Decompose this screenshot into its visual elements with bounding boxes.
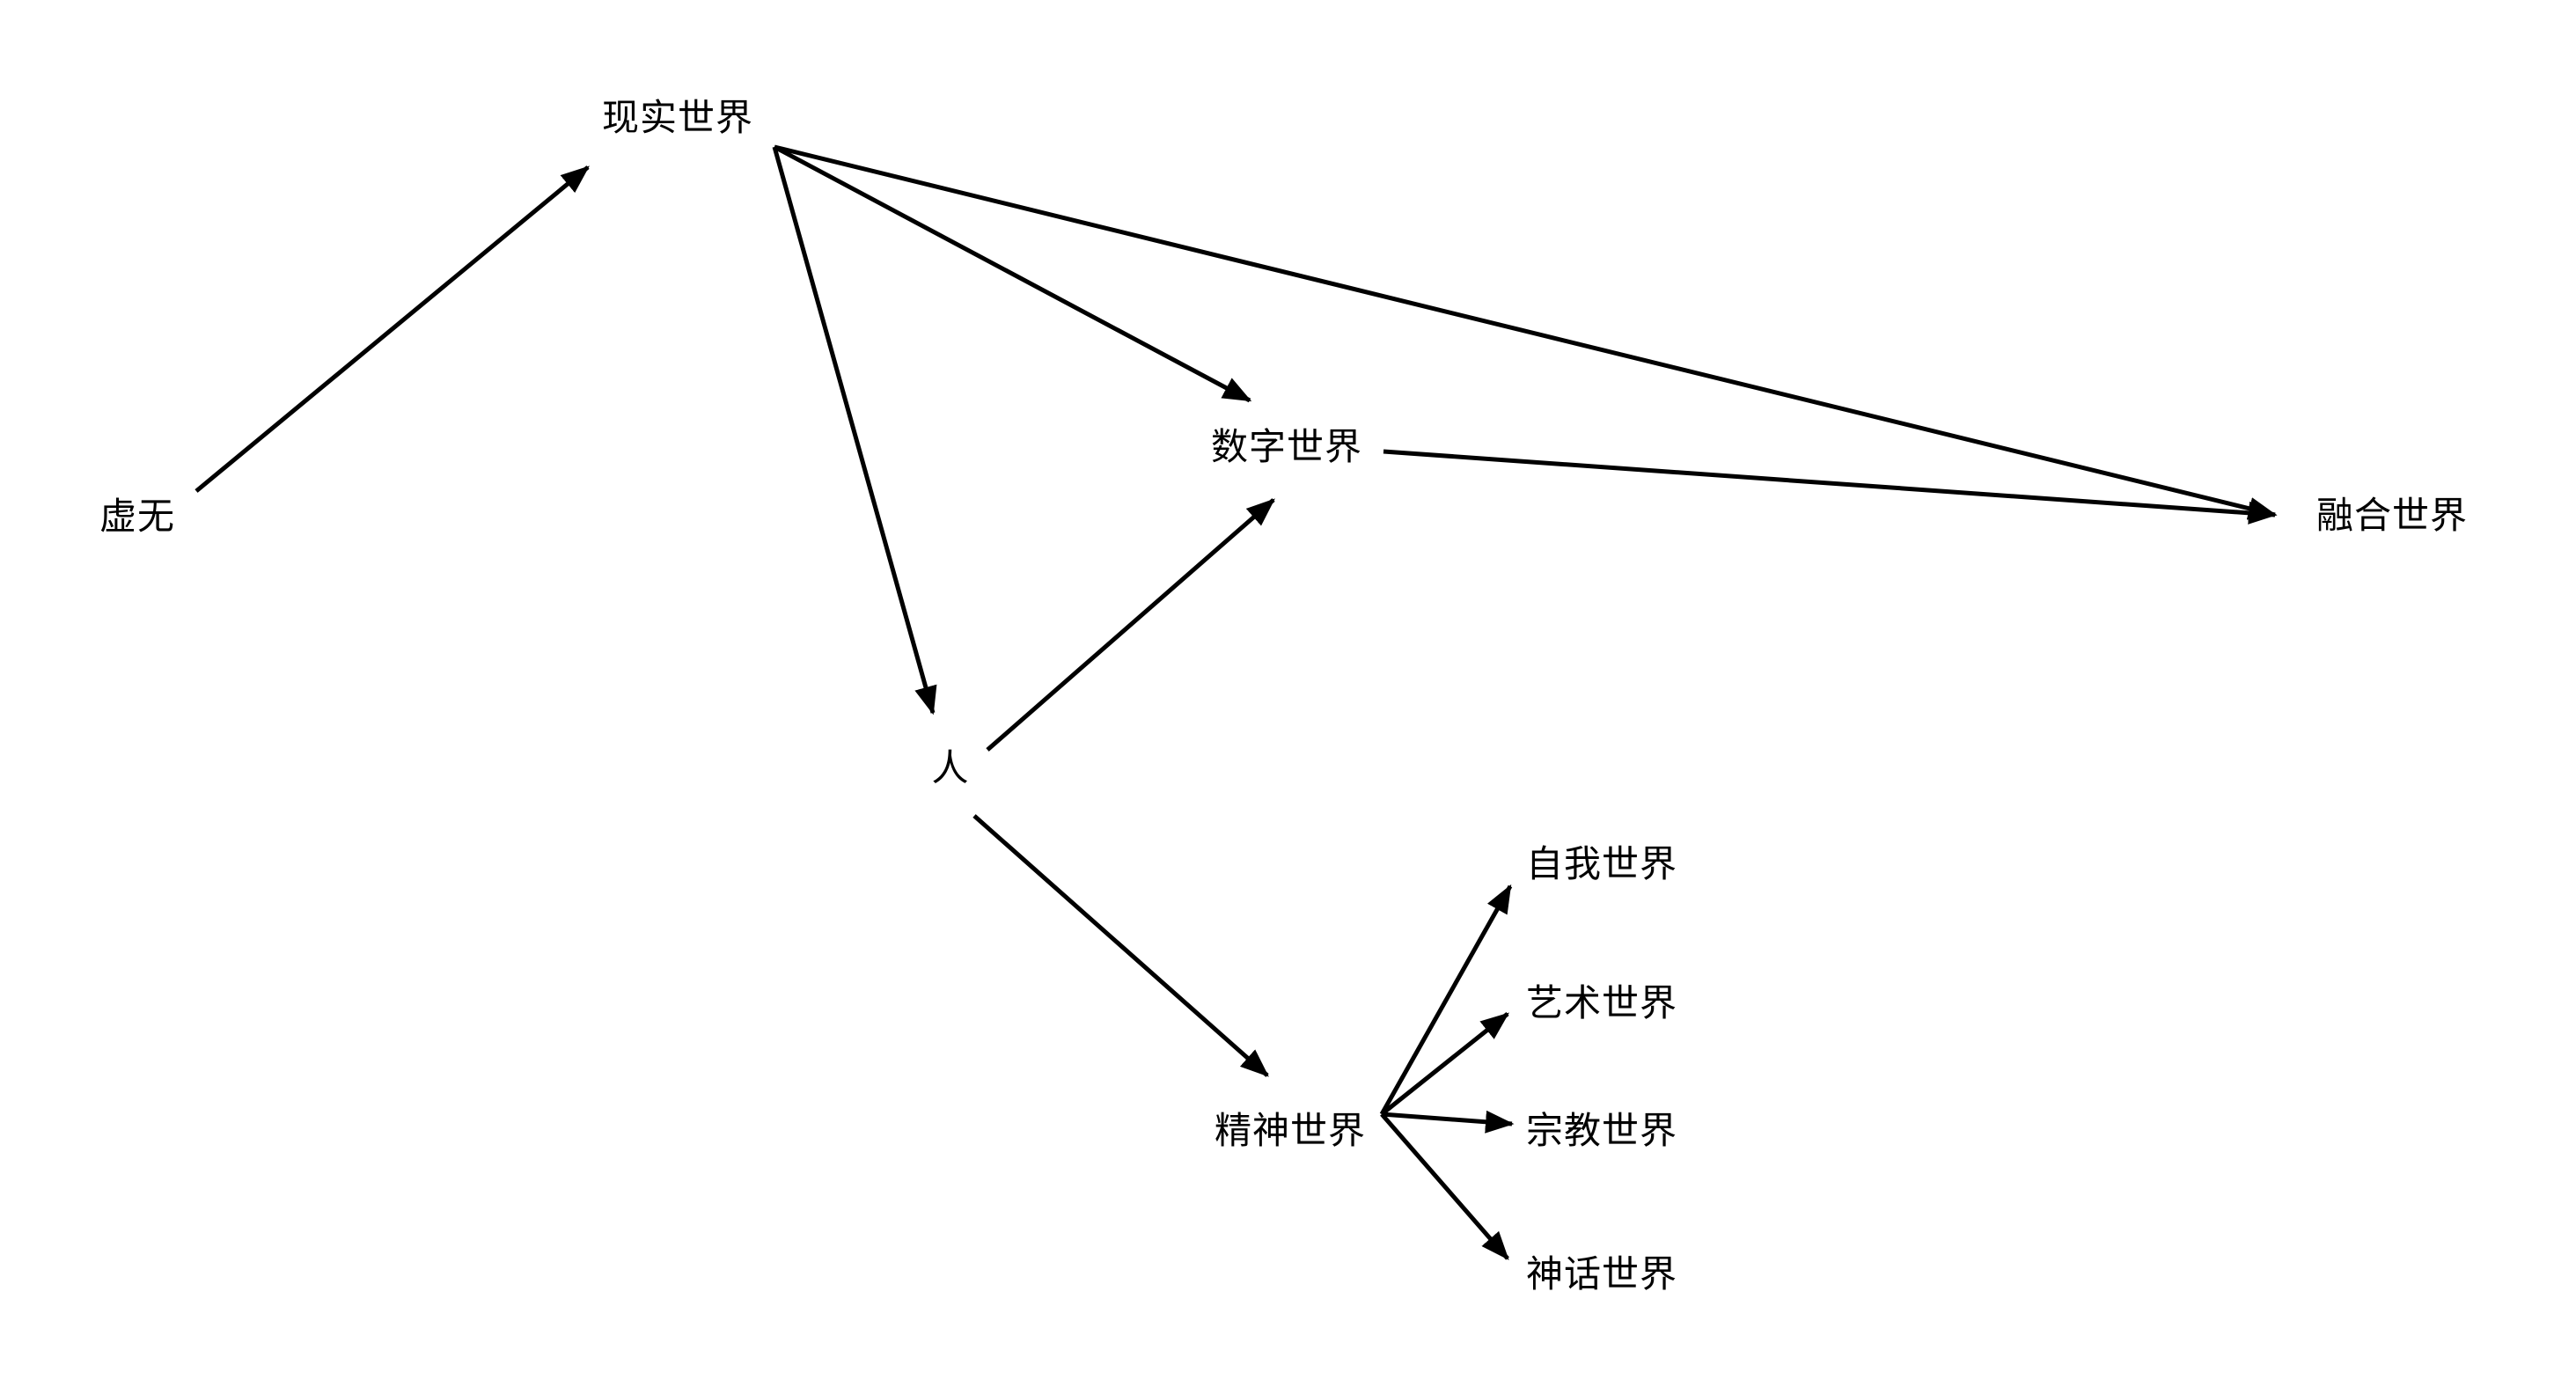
edge-real-world-to-human (772, 146, 937, 716)
edge-human-to-digital-world (986, 498, 1275, 752)
edge-spirit-world-to-self-world (1379, 884, 1513, 1116)
node-myth-world: 神话世界 (1525, 1252, 1678, 1295)
node-fusion-world: 融合世界 (2315, 494, 2469, 536)
node-human: 人 (931, 746, 970, 789)
edge-nothingness-to-real-world (194, 165, 590, 493)
node-real-world: 现实世界 (601, 96, 754, 138)
node-self-world: 自我世界 (1525, 842, 1678, 884)
node-digital-world: 数字世界 (1210, 425, 1363, 467)
node-religion-world: 宗教世界 (1525, 1109, 1678, 1151)
edge-spirit-world-to-art-world (1380, 1012, 1509, 1116)
node-spirit-world: 精神世界 (1214, 1109, 1367, 1151)
edge-spirit-world-to-myth-world (1380, 1112, 1509, 1260)
edge-real-world-to-digital-world (773, 144, 1252, 403)
edge-human-to-spirit-world (972, 814, 1269, 1077)
edge-real-world-to-fusion-world (774, 144, 2278, 520)
node-art-world: 艺术世界 (1525, 981, 1678, 1024)
edge-spirit-world-to-religion-world (1381, 1110, 1515, 1134)
node-nothingness: 虚无 (99, 495, 176, 537)
edge-digital-world-to-fusion-world (1383, 449, 2278, 525)
